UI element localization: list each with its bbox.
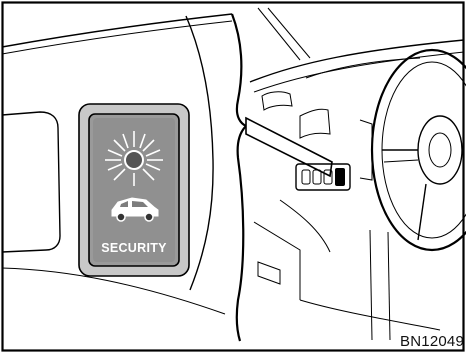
dash-top-surface xyxy=(249,39,465,83)
security-indicator-lamp: SECURITY xyxy=(78,103,190,277)
callout-bracket xyxy=(230,13,248,342)
steering-wheel-hub xyxy=(417,115,463,185)
a-pillar-line-2 xyxy=(267,7,311,59)
left-panel-outline xyxy=(1,111,61,253)
lower-vent xyxy=(257,261,281,285)
switch-1 xyxy=(301,169,311,185)
panel-edge-curve xyxy=(185,15,214,291)
switch-2 xyxy=(312,169,322,185)
switch-panel xyxy=(295,163,351,191)
center-dash-edge xyxy=(359,119,373,181)
light-burst-icon xyxy=(105,131,163,186)
zoomed-dashboard-detail xyxy=(1,13,233,315)
steering-wheel-spoke-left-2 xyxy=(383,159,419,163)
figure-frame xyxy=(1,1,465,352)
dash-trim-line xyxy=(1,13,233,48)
steering-wheel xyxy=(370,48,466,252)
security-label: SECURITY xyxy=(101,241,167,255)
security-lamp-location xyxy=(335,168,345,186)
steering-wheel-emblem xyxy=(428,132,452,168)
dash-top-surface-2 xyxy=(253,51,465,93)
instrument-hood xyxy=(305,57,421,79)
dash-panel-block xyxy=(299,108,331,139)
floor-line xyxy=(299,299,441,331)
switch-cluster xyxy=(295,163,351,191)
dash-bottom-line xyxy=(1,267,226,315)
callout-pointer xyxy=(245,116,333,178)
switch-3 xyxy=(323,169,333,185)
figure-code: BN12049 xyxy=(400,333,464,350)
steering-column-line-2 xyxy=(387,231,391,341)
lamp-face-shading xyxy=(93,118,175,262)
car-icon xyxy=(111,197,159,222)
steering-column-line xyxy=(369,229,373,341)
lower-console-line xyxy=(253,221,301,300)
steering-wheel-spoke-bottom xyxy=(417,183,427,241)
dash-trim-line-2 xyxy=(1,20,233,55)
air-vent-left xyxy=(261,91,293,111)
zoom-callout xyxy=(230,13,333,342)
a-pillar-line xyxy=(257,7,301,61)
cockpit-overview xyxy=(249,7,466,341)
knee-panel-edge xyxy=(279,199,331,253)
